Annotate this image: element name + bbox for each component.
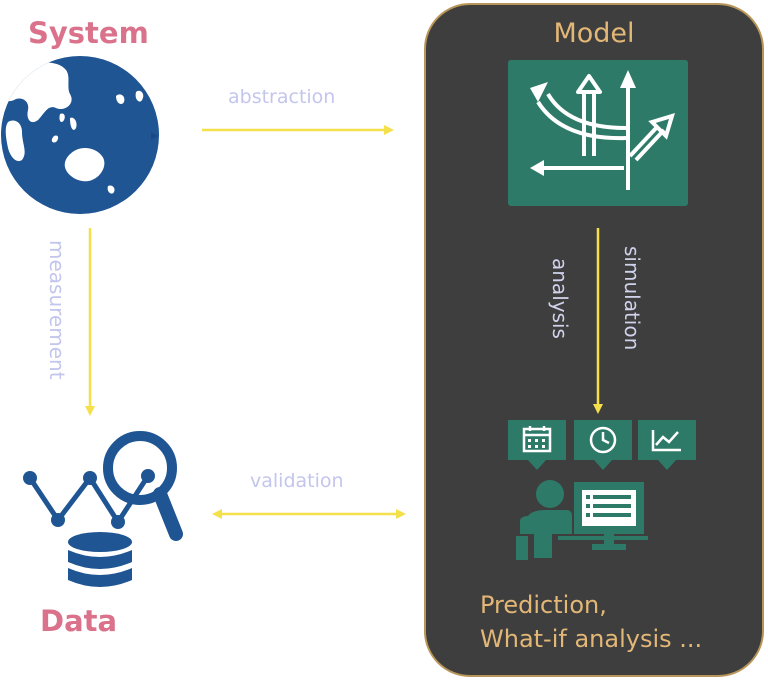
measurement-label: measurement [45, 240, 69, 380]
simulation-arrow [593, 228, 603, 414]
simulation-label: simulation [620, 246, 644, 351]
analyst-computer-icon [516, 480, 648, 560]
result-text: Prediction, What-if analysis ... [480, 588, 760, 656]
validation-label: validation [250, 470, 344, 492]
calendar-icon [508, 420, 566, 470]
model-label: Model [553, 18, 635, 49]
line-chart-icon [638, 420, 696, 470]
globe-icon [1, 56, 159, 214]
result-line-2: What-if analysis ... [480, 625, 703, 653]
crossroads-icon [508, 60, 688, 206]
abstraction-arrow [202, 125, 394, 135]
data-label: Data [40, 604, 118, 638]
data-analytics-icon [23, 431, 183, 587]
system-label: System [28, 16, 149, 50]
abstraction-label: abstraction [228, 86, 336, 108]
clock-icon [574, 420, 632, 470]
measurement-arrow [85, 228, 95, 416]
result-line-1: Prediction, [480, 591, 607, 619]
analysis-label: analysis [548, 258, 572, 339]
validation-arrow [212, 509, 406, 519]
